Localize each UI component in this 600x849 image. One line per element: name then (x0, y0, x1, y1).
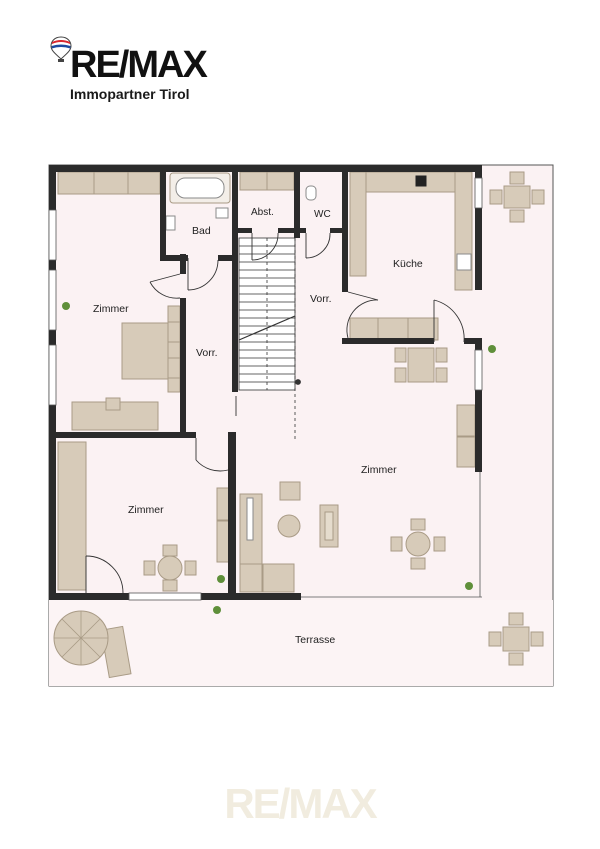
label-bad: Bad (192, 225, 211, 237)
label-zimmer-top-left: Zimmer (93, 303, 129, 315)
plant-icon (217, 575, 225, 583)
label-vorr-center: Vorr. (310, 293, 332, 305)
logo-wordmark: RE/MAX (70, 44, 208, 86)
parasol-icon (53, 610, 109, 666)
logo-subtitle: Immopartner Tirol (70, 86, 190, 102)
plant-icons (62, 302, 496, 614)
remax-watermark: RE/MAX (224, 780, 377, 827)
label-abst: Abst. (251, 207, 274, 218)
label-wc: WC (314, 209, 331, 220)
dining-tables (143, 171, 545, 666)
plant-icon (488, 345, 496, 353)
plant-icon (62, 302, 70, 310)
doors (85, 232, 465, 594)
furniture (57, 171, 476, 679)
label-zimmer-bottom-left: Zimmer (128, 504, 164, 516)
label-terrasse: Terrasse (295, 634, 335, 646)
balloon-logo-icon (50, 36, 72, 62)
windows (48, 177, 483, 601)
label-kueche: Küche (393, 258, 423, 270)
label-vorr-left: Vorr. (196, 347, 218, 359)
plant-icon (213, 606, 221, 614)
label-zimmer-main: Zimmer (361, 464, 397, 476)
brand-logo: RE/MAX Immopartner Tirol (50, 36, 250, 106)
plant-icon (465, 582, 473, 590)
staircase (238, 237, 301, 440)
terrace-area (49, 600, 553, 686)
